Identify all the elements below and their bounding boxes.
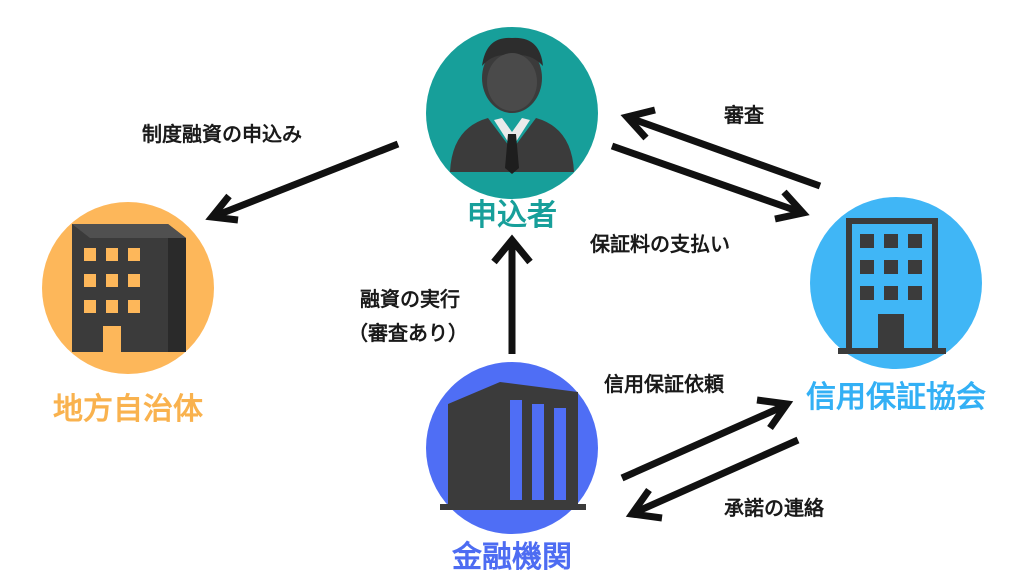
bank-node — [426, 362, 598, 534]
arrow-application — [205, 140, 400, 224]
edge-label-approval-notice: 承諾の連絡 — [724, 496, 824, 520]
edge-label-loan: 融資の実行 （審査あり） — [348, 282, 468, 350]
arrow-guarantee-request — [620, 396, 794, 482]
tower-building-icon — [440, 382, 586, 510]
bank-label: 金融機関 — [452, 540, 572, 575]
guarantee-node — [810, 197, 982, 369]
edge-label-fee-payment: 保証料の支払い — [590, 232, 730, 256]
edge-label-application: 制度融資の申込み — [142, 122, 302, 146]
arrow-review — [620, 106, 822, 190]
arrow-loan — [491, 234, 533, 354]
municipality-node — [42, 202, 214, 374]
building-icon — [72, 224, 186, 352]
edge-label-review: 審査 — [724, 103, 764, 127]
office-building-icon — [838, 218, 946, 354]
edge-label-loan-line2: （審査あり） — [348, 321, 468, 345]
arrow-approval-notice — [625, 436, 800, 522]
applicant-label: 申込者 — [467, 198, 557, 233]
edge-label-loan-line1: 融資の実行 — [360, 287, 460, 311]
edge-label-guarantee-request: 信用保証依頼 — [604, 372, 724, 396]
municipality-label: 地方自治体 — [53, 392, 203, 427]
person-icon — [450, 37, 574, 174]
applicant-node — [426, 27, 598, 199]
guarantee-label: 信用保証協会 — [806, 380, 986, 415]
arrow-fee-payment — [610, 142, 810, 223]
